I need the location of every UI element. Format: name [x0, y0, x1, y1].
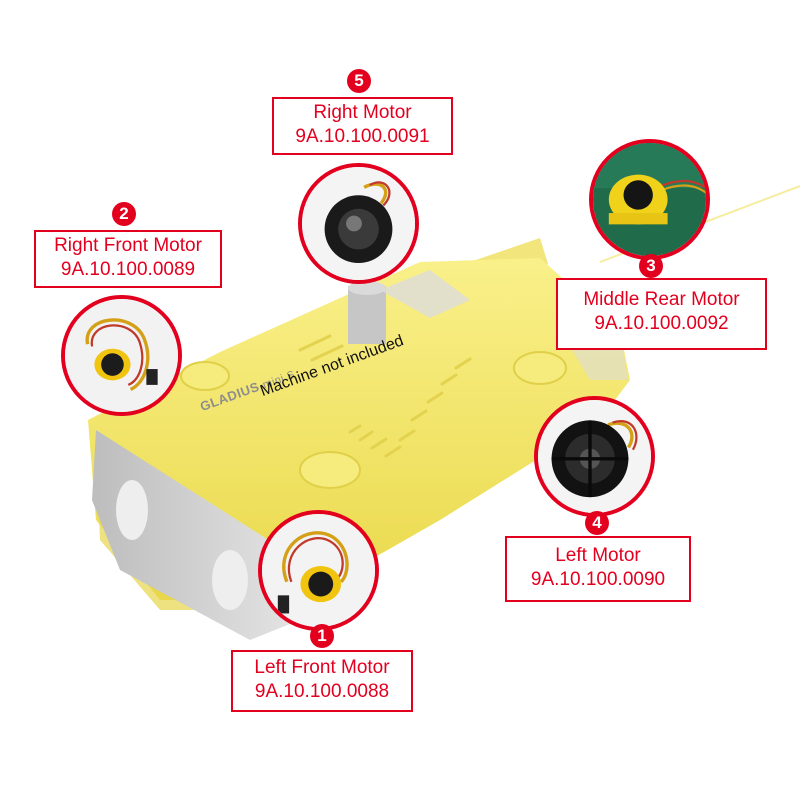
motor-4-part-number: 9A.10.100.0090: [530, 569, 666, 590]
motor-4-photo: [534, 396, 655, 517]
motor-2-name: Right Front Motor: [54, 235, 202, 256]
motor-2-number-badge: 2: [112, 202, 136, 226]
motor-2-label: Right Front Motor 9A.10.100.0089: [34, 230, 222, 288]
thruster-motor-icon: [65, 299, 178, 412]
thruster-motor-icon: [538, 400, 651, 513]
motor-3-part-number: 9A.10.100.0092: [594, 313, 729, 334]
motor-5-photo: [298, 163, 419, 284]
motor-3-name: Middle Rear Motor: [583, 289, 740, 310]
motor-1-label: Left Front Motor 9A.10.100.0088: [231, 650, 413, 712]
motor-2-photo: [61, 295, 182, 416]
thruster-motor-icon: [302, 167, 415, 280]
motor-3-photo: [589, 139, 710, 260]
motor-1-photo: [258, 510, 379, 631]
motor-4-label: Left Motor 9A.10.100.0090: [505, 536, 691, 602]
motor-5-number-badge: 5: [347, 69, 371, 93]
motor-1-number-badge: 1: [310, 624, 334, 648]
motor-1-name: Left Front Motor: [254, 657, 390, 678]
thruster-motor-icon: [593, 143, 706, 256]
motor-4-number-badge: 4: [585, 511, 609, 535]
motor-2-part-number: 9A.10.100.0089: [60, 259, 196, 280]
motor-1-part-number: 9A.10.100.0088: [254, 681, 390, 702]
thruster-motor-icon: [262, 514, 375, 627]
motor-3-number-badge: 3: [639, 254, 663, 278]
motor-5-part-number: 9A.10.100.0091: [295, 126, 430, 147]
motor-4-name: Left Motor: [555, 545, 641, 566]
motor-3-label: Middle Rear Motor 9A.10.100.0092: [556, 278, 767, 350]
motor-5-name: Right Motor: [313, 102, 412, 123]
motor-5-label: Right Motor 9A.10.100.0091: [272, 97, 453, 155]
